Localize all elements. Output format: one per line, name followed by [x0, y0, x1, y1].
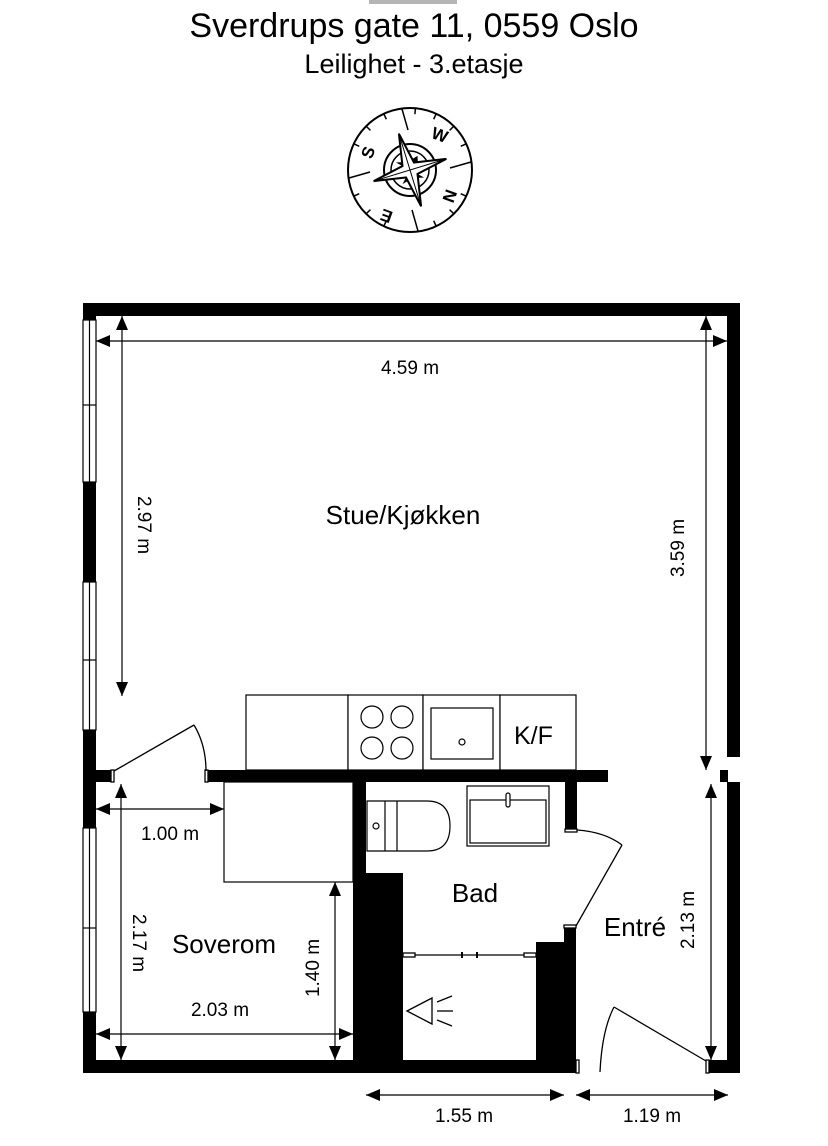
dim-bedroom-passage-width: 1.00 m	[141, 824, 199, 845]
room-label-entrance: Entré	[604, 912, 666, 942]
dim-entrance-width: 1.19 m	[623, 1106, 681, 1127]
fridge-freezer-label: K/F	[514, 722, 553, 750]
dim-bedroom-width: 2.03 m	[191, 1000, 249, 1021]
stove-icon	[347, 694, 424, 771]
room-label-bathroom: Bad	[452, 878, 498, 908]
dim-living-right-height: 3.59 m	[668, 519, 689, 577]
dim-bedroom-wardrobe-height: 1.40 m	[303, 939, 324, 997]
doors	[110, 724, 710, 1074]
dimension-lines	[96, 316, 728, 1101]
shower-icon	[405, 995, 453, 1027]
page-subtitle: Leilighet - 3.etasje	[304, 49, 524, 79]
compass-rose-icon: W S N E	[347, 107, 473, 233]
fridge-freezer	[499, 694, 577, 771]
dim-living-left-height: 2.97 m	[133, 496, 154, 554]
left-windows	[82, 319, 97, 1013]
dim-bathroom-width: 1.55 m	[435, 1106, 493, 1127]
page-title: Sverdrups gate 11, 0559 Oslo	[189, 7, 639, 45]
sink-icon	[430, 707, 494, 760]
dim-living-width: 4.59 m	[381, 358, 439, 379]
toilet-icon	[366, 800, 451, 852]
room-label-living-kitchen: Stue/Kjøkken	[326, 500, 481, 530]
compass-north-label: N	[438, 187, 460, 205]
room-label-bedroom: Soverom	[172, 929, 276, 959]
top-bar	[369, 0, 457, 4]
dim-entrance-height: 2.13 m	[678, 891, 699, 949]
kitchen-counter	[245, 694, 577, 771]
compass-west-label: W	[429, 123, 451, 147]
walls	[83, 303, 740, 1073]
washbasin-icon	[466, 785, 550, 847]
wardrobe	[223, 781, 354, 883]
dim-bedroom-height: 2.17 m	[128, 914, 149, 972]
